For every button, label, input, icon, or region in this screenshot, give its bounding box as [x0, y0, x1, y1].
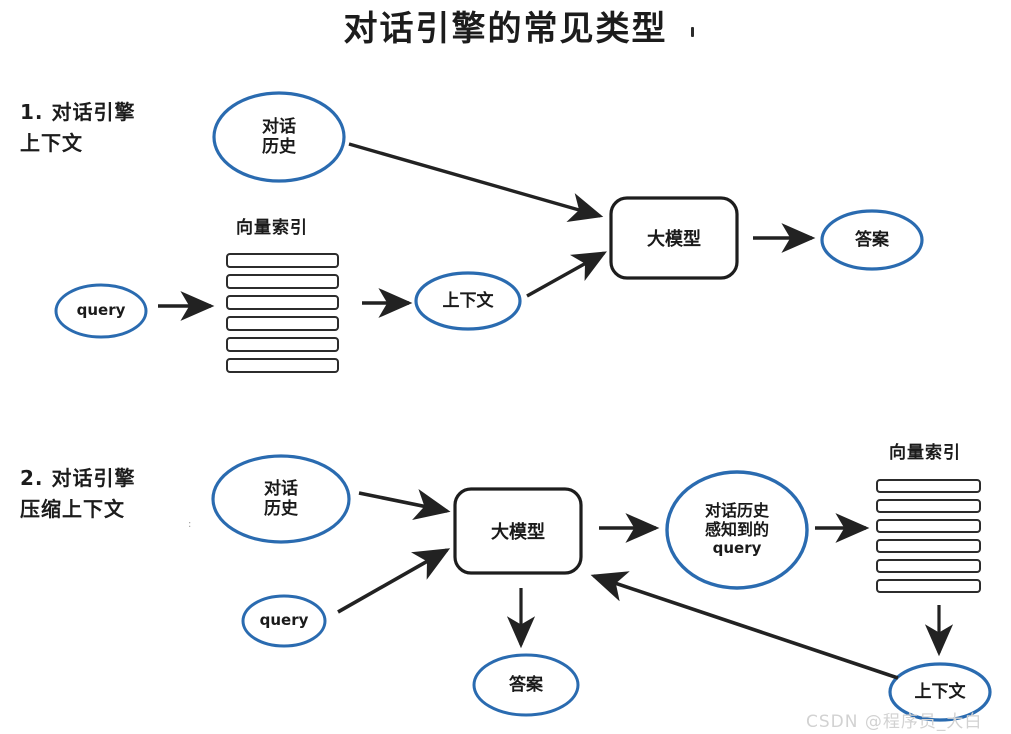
vector-index-row: [226, 316, 339, 331]
label-query-2: query: [244, 610, 324, 632]
label-context-2: 上下文: [900, 681, 980, 703]
vector-index-row: [226, 253, 339, 268]
label-history-2: 对话 历史: [231, 475, 331, 523]
section-2-label-line2: 压缩上下文: [20, 497, 125, 521]
ellipse-query-1: [54, 283, 148, 339]
label-history-2-line1: 对话: [264, 478, 298, 499]
label-answer-1-text: 答案: [855, 229, 889, 250]
vector-index-row: [876, 579, 981, 593]
label-history-1: 对话 历史: [229, 113, 329, 161]
label-context-1: 上下文: [428, 290, 508, 312]
arrow-context-to-model-2: [590, 571, 899, 680]
page-title: 对话引擎的常见类型: [343, 9, 668, 49]
vector-index-row: [876, 479, 981, 493]
label-query-1-text: query: [76, 301, 126, 320]
label-history-2-line2: 历史: [264, 499, 298, 519]
ellipse-history-1: [212, 91, 346, 183]
label-vector-index-2: 向量索引: [889, 443, 961, 463]
title-dot-mark: [691, 27, 694, 37]
arrow-history-to-model-1: [348, 142, 604, 222]
label-model-1: 大模型: [611, 198, 737, 278]
label-vector-index-1: 向量索引: [236, 218, 308, 238]
label-history-1-line2: 历史: [262, 137, 296, 157]
ellipse-history-2: [211, 454, 351, 544]
vector-index-row: [226, 295, 339, 310]
label-context-1-text: 上下文: [442, 290, 494, 311]
label-model-1-text: 大模型: [647, 229, 701, 250]
label-answer-2: 答案: [486, 674, 566, 696]
vector-index-row: [876, 499, 981, 513]
ellipse-history-aware-query-2: [665, 470, 809, 590]
label-aware-line1: 对话历史: [704, 501, 769, 521]
label-answer-2-text: 答案: [509, 674, 543, 695]
section-1-label-line1: 1. 对话引擎: [20, 100, 136, 124]
vector-index-row: [876, 539, 981, 553]
section-2-label-line1: 2. 对话引擎: [20, 466, 136, 490]
label-model-2-text: 大模型: [491, 522, 545, 543]
label-answer-1: 答案: [832, 229, 912, 251]
stray-dot-marks: :: [188, 519, 192, 530]
vector-index-row: [226, 337, 339, 352]
label-context-2-text: 上下文: [914, 681, 966, 702]
arrow-context-to-model-1: [526, 251, 607, 298]
vector-index-row: [876, 559, 981, 573]
ellipse-context-1: [414, 271, 522, 331]
label-query-1: query: [61, 300, 141, 322]
label-model-2: 大模型: [455, 489, 581, 573]
vector-index-row: [226, 274, 339, 289]
ellipse-query-2: [241, 594, 327, 648]
vector-index-row: [226, 358, 339, 373]
label-query-2-text: query: [259, 611, 309, 630]
section-1-label-line2: 上下文: [20, 131, 83, 155]
watermark: CSDN @程序员_大白: [806, 712, 983, 732]
label-history-aware-query-2: 对话历史 感知到的 query: [677, 496, 797, 564]
label-history-1-line1: 对话: [262, 116, 296, 137]
label-aware-line3: query: [712, 539, 762, 558]
ellipse-answer-2: [472, 653, 580, 717]
vector-index-row: [876, 519, 981, 533]
ellipse-answer-1: [820, 209, 924, 271]
arrow-query-to-model-2: [337, 548, 451, 614]
label-aware-line2: 感知到的: [704, 520, 769, 540]
arrow-history-to-model-2: [358, 488, 451, 521]
